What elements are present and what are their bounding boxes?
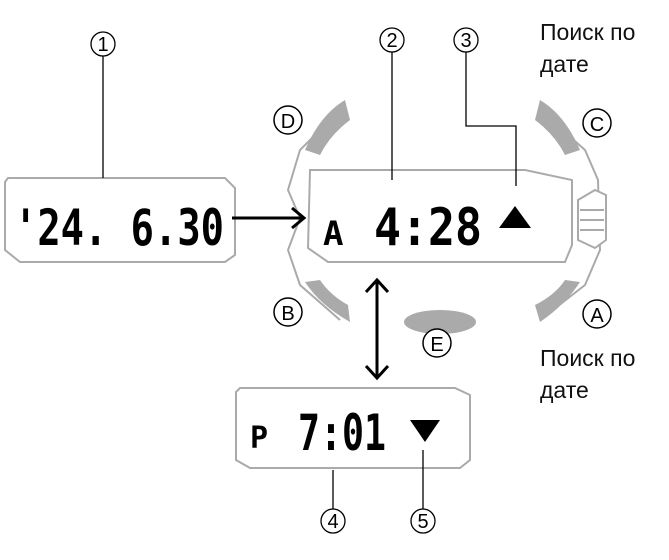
button-e-label: E: [430, 334, 443, 356]
double-arrow-vertical: [364, 277, 390, 381]
caption-bottom: Поиск по дате: [540, 342, 635, 406]
callout-3: 3: [460, 30, 471, 52]
main-indicator: A: [323, 214, 343, 254]
caption-top-line2: дате: [540, 51, 589, 77]
button-b-guard: [305, 280, 350, 322]
bottom-time: 7:01: [298, 404, 386, 462]
callout-4: 4: [327, 511, 338, 533]
button-a-guard: [535, 280, 580, 322]
button-c-guard: [535, 100, 580, 155]
caption-top-line1: Поиск по: [540, 19, 636, 45]
button-c-label: C: [590, 114, 604, 136]
caption-top: Поиск по дате: [540, 16, 635, 80]
crown: [577, 188, 607, 250]
date-display-frame: [4, 177, 236, 263]
main-time: 4:28: [374, 198, 482, 258]
button-d-guard: [305, 100, 350, 155]
bottom-indicator: P: [250, 421, 268, 456]
date-readout: '24. 6.30: [14, 199, 224, 257]
button-a-label: A: [590, 305, 604, 327]
button-e[interactable]: [404, 310, 476, 334]
callout-1: 1: [97, 34, 108, 56]
caption-bottom-line2: дате: [540, 377, 589, 403]
button-b-label: B: [281, 303, 294, 325]
arrow-right: [232, 206, 307, 230]
button-d-label: D: [281, 111, 295, 133]
leader-lines: [102, 52, 517, 509]
bottom-display-frame: [235, 387, 471, 469]
callout-5: 5: [417, 511, 428, 533]
callout-2: 2: [386, 30, 397, 52]
triangle-down-icon: [410, 420, 440, 442]
triangle-up-icon: [499, 206, 531, 228]
caption-bottom-line1: Поиск по: [540, 345, 636, 371]
main-display-frame: [306, 169, 573, 263]
